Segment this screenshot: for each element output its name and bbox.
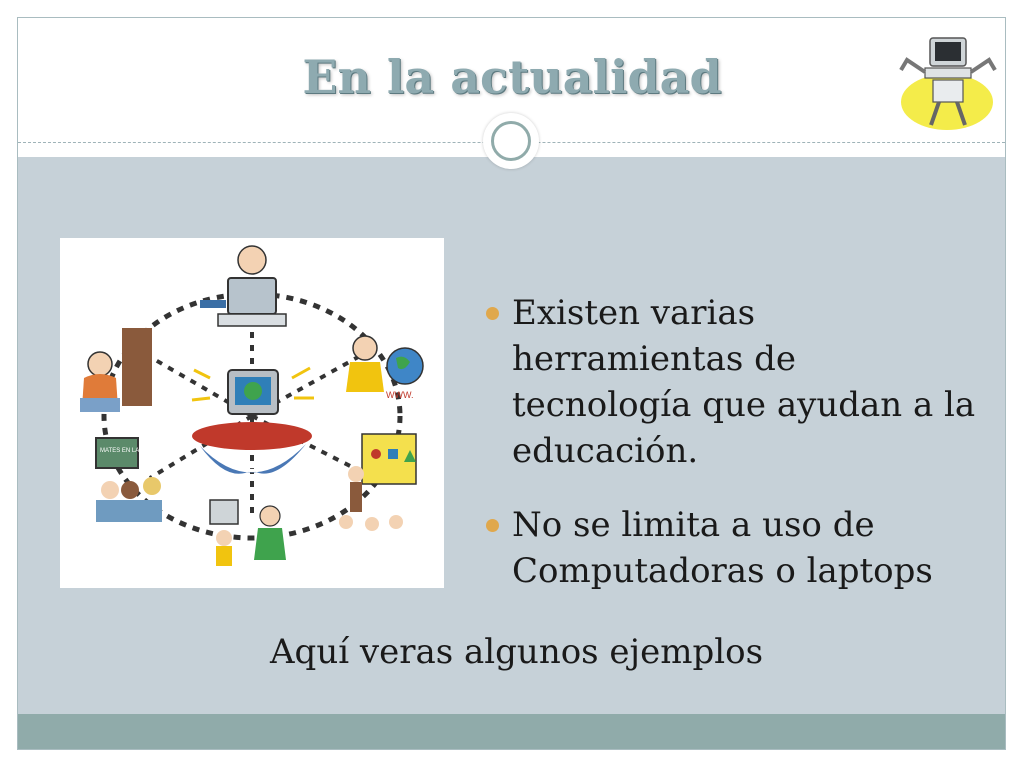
bullet-item: No se limita a uso de Computadoras o lap… (486, 502, 986, 594)
web-label: WWW. (386, 390, 414, 400)
examples-caption: Aquí veras algunos ejemplos (270, 632, 764, 672)
slide-title: En la actualidad (302, 50, 722, 104)
bullet-text: No se limita a uso de Computadoras o lap… (512, 505, 933, 591)
bullet-text: Existen varias herramientas de tecnologí… (512, 293, 976, 471)
book-label: MATES EN LA TELE (100, 448, 155, 454)
computer-robot-icon (899, 37, 997, 130)
bullet-dot-icon (486, 307, 499, 320)
bottom-band (18, 714, 1005, 749)
education-technology-illustration: WWW. MATES EN LA TELE (60, 238, 444, 588)
title-ring-ornament (483, 113, 539, 169)
bullet-list: Existen varias herramientas de tecnologí… (486, 290, 986, 622)
bullet-dot-icon (486, 519, 499, 532)
bullet-item: Existen varias herramientas de tecnologí… (486, 290, 986, 474)
